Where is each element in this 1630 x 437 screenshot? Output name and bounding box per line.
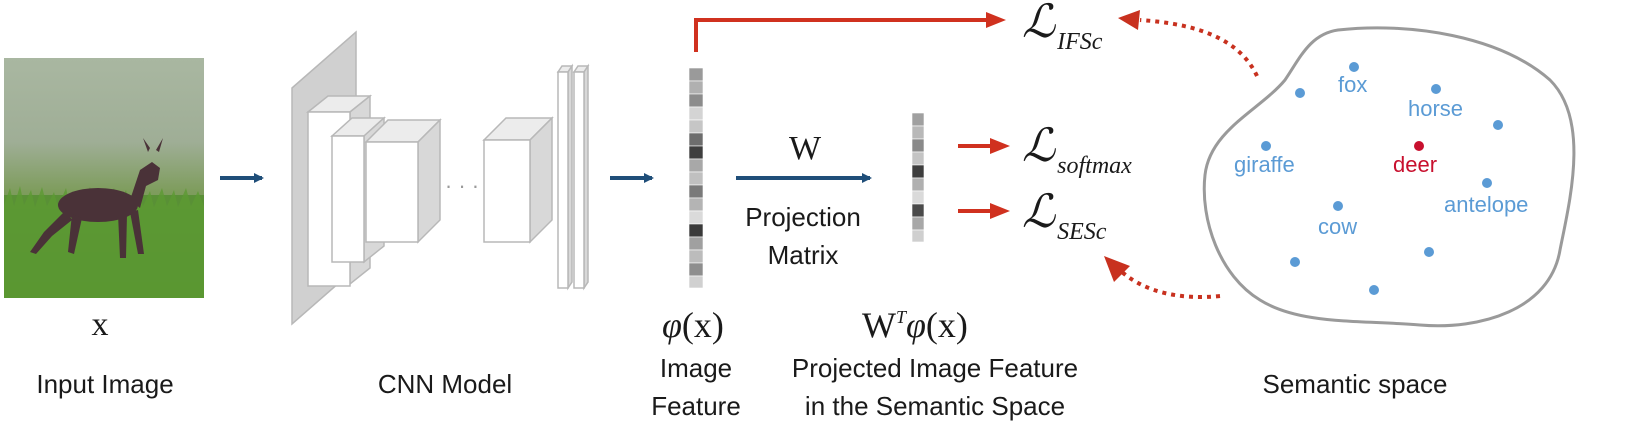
point-fox: [1349, 62, 1359, 72]
semantic-space-label: Semantic space: [1262, 369, 1448, 399]
class-label-horse: horse: [1408, 96, 1464, 121]
loss-softmax-script: ℒ: [1022, 120, 1056, 171]
cnn-ellipsis: · · ·: [444, 173, 480, 198]
image-feature-label: Image Feature: [636, 350, 756, 425]
deer-silhouette: [30, 138, 163, 258]
projected-arg: (x): [925, 305, 968, 345]
dotted-arrow-to-ifsc: [1118, 10, 1259, 77]
point-giraffe: [1261, 141, 1271, 151]
semantic-space-region: [1202, 26, 1576, 328]
point-unlabeled-5: [1369, 285, 1379, 295]
input-symbol: x: [91, 306, 109, 343]
class-label-antelope: antelope: [1444, 192, 1529, 217]
point-unlabeled-3: [1424, 247, 1434, 257]
loss-ifsc-sub: IFSc: [1057, 29, 1103, 55]
class-label-deer: deer: [1393, 152, 1438, 177]
feature-symbol: φ(x): [662, 304, 724, 346]
arrow-to-softmax: [958, 138, 1010, 154]
dotted-arrow-to-sesc: [1104, 256, 1221, 299]
point-cow: [1333, 201, 1343, 211]
point-horse: [1431, 84, 1441, 94]
feature-arg: (x): [681, 305, 724, 345]
class-label-fox: fox: [1338, 72, 1368, 97]
cnn-layer-5: [483, 139, 531, 243]
loss-ifsc: ℒIFSc: [1022, 0, 1102, 56]
projected-feature-vector: [911, 112, 925, 243]
cnn-layer-4: [365, 141, 419, 243]
projection-symbol: W: [788, 130, 822, 167]
loss-sesc-script: ℒ: [1022, 186, 1056, 237]
cnn-model-label: CNN Model: [377, 369, 513, 399]
projected-feature-label: Projected Image Feature in the Semantic …: [770, 350, 1100, 425]
projected-label-line2: in the Semantic Space: [804, 390, 1066, 421]
projected-phi: φ: [906, 305, 926, 345]
arrow-to-sesc: [958, 203, 1010, 219]
point-deer: [1414, 141, 1424, 151]
cnn-layer-3: [331, 135, 365, 263]
point-unlabeled-2: [1493, 120, 1503, 130]
projected-label-line1: Projected Image Feature: [791, 353, 1079, 383]
point-unlabeled-4: [1290, 257, 1300, 267]
projection-label-line2: Matrix: [767, 239, 839, 270]
projection-label-line1: Projection: [745, 202, 861, 232]
input-image: [4, 58, 204, 298]
image-feature-vector: [688, 67, 704, 289]
cnn-fc-2: [573, 71, 585, 289]
loss-ifsc-script: ℒ: [1022, 0, 1056, 47]
projection-matrix-label: Projection Matrix: [728, 199, 878, 274]
point-unlabeled-1: [1295, 88, 1305, 98]
loss-softmax-sub: softmax: [1057, 153, 1132, 179]
loss-softmax: ℒsoftmax: [1022, 118, 1132, 180]
image-feature-label-line1: Image: [659, 353, 733, 383]
loss-sesc: ℒSESc: [1022, 184, 1106, 246]
point-antelope: [1482, 178, 1492, 188]
class-points: [1261, 62, 1503, 295]
projected-w: W: [862, 305, 896, 345]
cnn-model: [291, 30, 590, 326]
projected-transpose: T: [895, 307, 906, 327]
projected-symbol: WTφ(x): [862, 304, 968, 346]
loss-sesc-sub: SESc: [1057, 219, 1107, 245]
arrow-feature-to-ifsc: [694, 12, 1006, 52]
cnn-fc-1: [557, 71, 569, 289]
input-image-label: Input Image: [36, 369, 174, 399]
class-label-giraffe: giraffe: [1234, 152, 1295, 177]
phi-symbol: φ: [662, 305, 682, 345]
image-feature-label-line2: Feature: [651, 390, 741, 421]
class-label-cow: cow: [1318, 214, 1358, 239]
